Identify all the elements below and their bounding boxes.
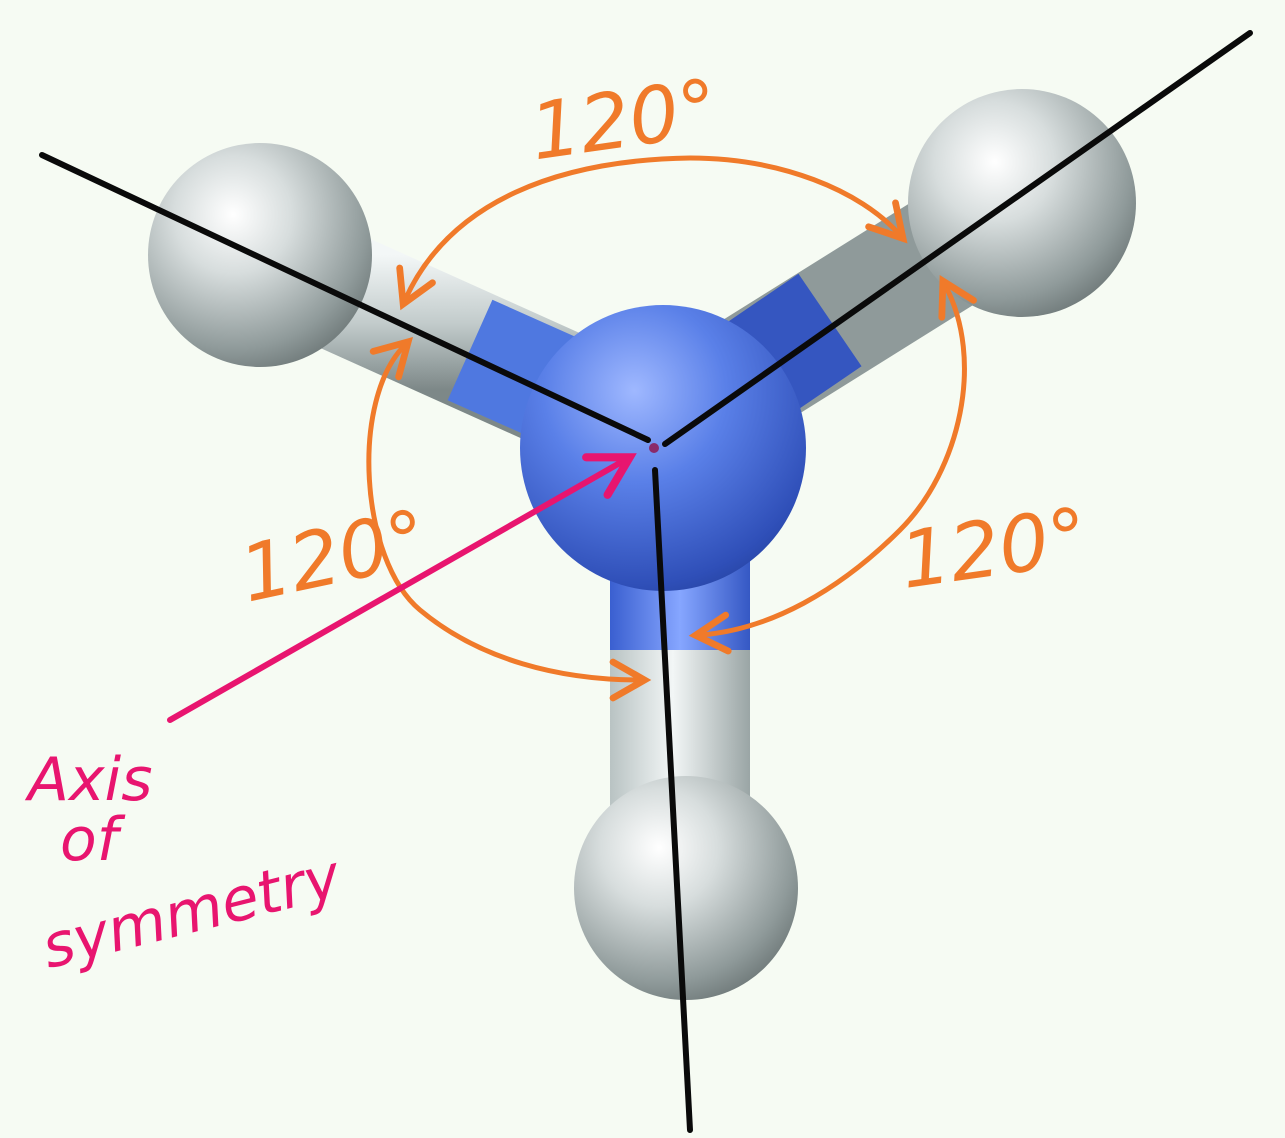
- angle-label-top: 120°: [525, 63, 724, 178]
- angle-label-right: 120°: [895, 492, 1094, 607]
- angle-arc-right: [688, 275, 977, 655]
- center-point: [649, 443, 659, 453]
- axis-label-line1: Axis: [24, 745, 152, 815]
- axis-label-line2: of: [60, 805, 126, 875]
- axis-line-right: [662, 30, 1253, 447]
- axis-line-bottom: [652, 467, 693, 1133]
- angle-arc-left: [366, 336, 652, 702]
- hydrogen-atom-right: [908, 89, 1136, 317]
- angle-label-left: 120°: [233, 493, 435, 620]
- angle-arrows: [366, 155, 977, 702]
- hydrogen-atom-bottom: [574, 776, 798, 1000]
- nitrogen-atom-center: [520, 305, 806, 591]
- axis-of-symmetry-label: Axis of symmetry: [24, 745, 349, 983]
- axis-of-symmetry-arrow: [167, 453, 637, 723]
- angle-arc-top: [396, 155, 908, 311]
